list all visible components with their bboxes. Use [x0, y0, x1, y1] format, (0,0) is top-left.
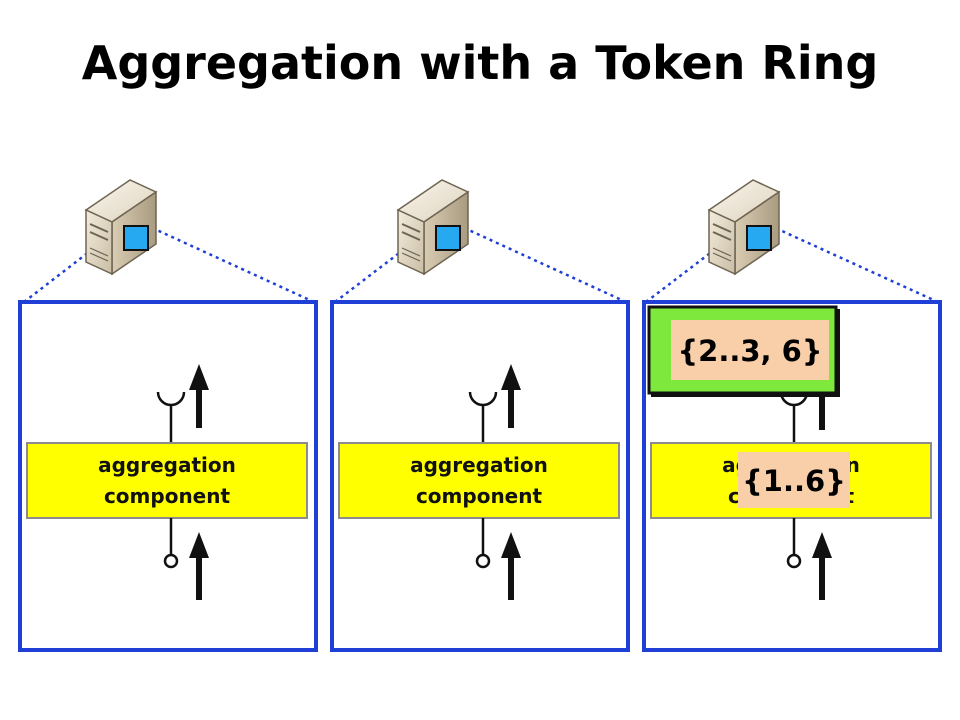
connector-right — [770, 224, 939, 304]
lollipop-icon — [475, 553, 491, 569]
connector-right — [147, 224, 315, 304]
aggregation-component — [26, 442, 308, 519]
node-1: aggregation component — [18, 179, 318, 652]
token-set-label: {1..6} — [742, 464, 846, 498]
up-arrow-icon — [189, 532, 209, 600]
component-label-line2: component — [104, 484, 231, 508]
component-label-line1: aggregation — [98, 453, 236, 477]
aggregated-token-box: {2..3, 6} — [647, 305, 840, 397]
aggregation-component — [338, 442, 620, 519]
node-3: aggregation component {2..3, 6} {1..6} — [642, 179, 942, 652]
slide-title: Aggregation with a Token Ring — [81, 36, 879, 90]
component-label-line1: aggregation — [410, 453, 548, 477]
component-label-line2: component — [416, 484, 543, 508]
screen-icon — [123, 225, 149, 251]
screen-icon — [435, 225, 461, 251]
screen-icon — [746, 225, 772, 251]
connector-right — [459, 224, 627, 304]
up-arrow-icon — [501, 364, 521, 428]
lollipop-icon — [163, 553, 179, 569]
up-arrow-icon — [501, 532, 521, 600]
up-arrow-icon — [189, 364, 209, 428]
up-arrow-icon — [812, 532, 832, 600]
aggregated-set-label: {2..3, 6} — [678, 334, 823, 368]
token-set-box: {1..6} — [738, 452, 850, 508]
lollipop-icon — [786, 553, 802, 569]
node-2: aggregation component — [330, 179, 630, 652]
aggregated-set-badge — [671, 320, 829, 380]
